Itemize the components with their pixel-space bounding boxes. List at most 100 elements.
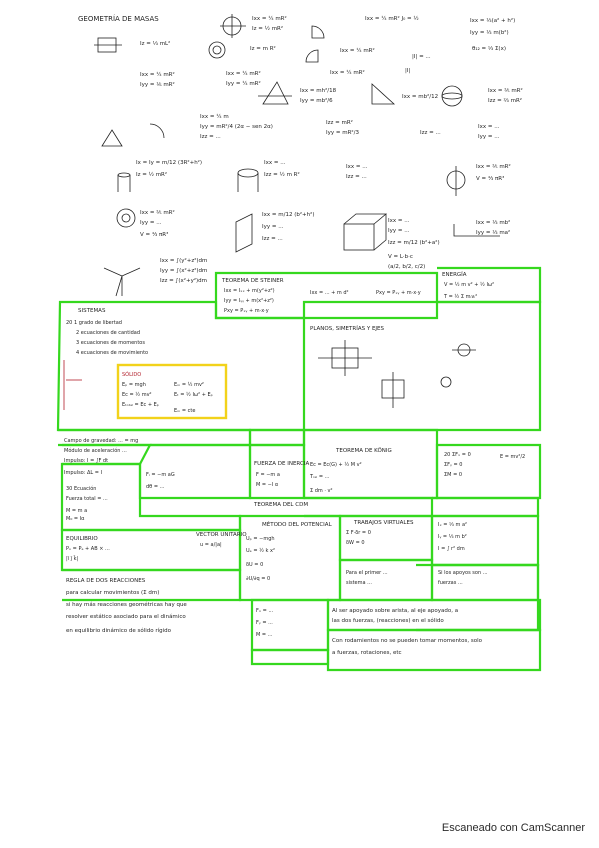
regla-line-3: resolver estático asociado para el dinám… [66, 613, 186, 620]
svg-text:Izz = m/12 (b²+a²): Izz = m/12 (b²+a²) [388, 239, 440, 246]
svg-text:30 Ecuación: 30 Ecuación [66, 485, 96, 492]
trabajos-heading: TRABAJOS VIRTUALES [353, 520, 414, 526]
diagram-quarter [305, 25, 325, 63]
equilibrio-heading: EQUILIBRIO [66, 536, 98, 542]
svg-text:Si los apoyos son ...: Si los apoyos son ... [438, 570, 488, 576]
diagram-triangle [258, 81, 292, 105]
svg-text:Fᵢ = −m aG: Fᵢ = −m aG [146, 472, 175, 478]
svg-text:ΣM = 0: ΣM = 0 [444, 472, 462, 478]
svg-text:Ixx = ¼ mR²: Ixx = ¼ mR² [252, 15, 287, 22]
svg-text:Izz = ∫(x²+y²)dm: Izz = ∫(x²+y²)dm [160, 277, 207, 284]
diagram-cylinder [117, 172, 131, 192]
geometry-formulas: Iz = ⅓ mL² Ixx = ¼ mR² Iz = ½ mR² Ixx = … [136, 15, 523, 284]
svg-text:Ixx = ¼ m: Ixx = ¼ m [200, 114, 229, 120]
svg-text:|ī j̄ k̄|: |ī j̄ k̄| [66, 555, 79, 562]
svg-text:Ixx = ¼ mR²: Ixx = ¼ mR² [330, 69, 365, 76]
svg-text:Ixx = mh²/18: Ixx = mh²/18 [300, 87, 337, 94]
svg-text:M₀ = Iα: M₀ = Iα [66, 516, 85, 522]
svg-text:Ixx = ¼ mR² J₀ = ½: Ixx = ¼ mR² J₀ = ½ [365, 15, 419, 22]
svg-text:Σ F·δr = 0: Σ F·δr = 0 [346, 530, 371, 536]
regla-line-4: en equilibrio dinámico de sólido rígido [66, 627, 172, 634]
diagram-ring [208, 41, 226, 59]
svg-text:4 ecuaciones de movimiento: 4 ecuaciones de movimiento [76, 350, 148, 356]
svg-text:sistema ...: sistema ... [346, 580, 372, 586]
diagram-axes-3d [103, 267, 141, 297]
svg-text:Fuerza total = ...: Fuerza total = ... [66, 496, 108, 502]
svg-text:fuerzas ...: fuerzas ... [438, 580, 463, 586]
svg-text:u = a/|a|: u = a/|a| [200, 542, 222, 548]
svg-text:Eₜₒₜₐₗ = Ec + Eₚ: Eₜₒₜₐₗ = Ec + Eₚ [122, 402, 159, 408]
red-annotation [63, 360, 82, 410]
svg-text:Ixx = ... + m d²: Ixx = ... + m d² [310, 290, 349, 296]
svg-text:δW = 0: δW = 0 [346, 540, 365, 546]
diagram-cube [343, 213, 388, 251]
bottom-line-2: las dos fuerzas, (reacciones) en el sóli… [332, 617, 444, 624]
svg-text:Izz = ...: Izz = ... [346, 174, 367, 180]
svg-text:Iz = m R²: Iz = m R² [250, 45, 276, 52]
svg-text:V = L·b·c: V = L·b·c [388, 254, 413, 260]
regla-heading: REGLA DE DOS REACCIONES [66, 578, 146, 584]
svg-text:Ixx = ...: Ixx = ... [388, 218, 410, 224]
svg-text:|I|: |I| [405, 68, 410, 74]
svg-text:Ixx = ¼ mR²: Ixx = ¼ mR² [340, 47, 375, 54]
svg-text:Ixx = ⅖ mR²: Ixx = ⅖ mR² [140, 209, 175, 216]
diagram-bar [94, 37, 122, 53]
svg-text:Iyy = mb²/6: Iyy = mb²/6 [300, 97, 333, 104]
svg-text:Iₓ = ⅓ m a²: Iₓ = ⅓ m a² [438, 522, 467, 528]
box-formulas: Ixx = Iₓₓ + m(y²+z²) Iyy = Iᵧᵧ + m(x²+z²… [64, 281, 525, 638]
bottom-line-4: a fuerzas, rotaciones, etc [332, 650, 402, 656]
diagram-right-triangle [371, 83, 396, 105]
svg-text:Iyy = mR²/3: Iyy = mR²/3 [326, 129, 359, 136]
svg-text:Pxy = Pₓᵧ + m·x·y: Pxy = Pₓᵧ + m·x·y [224, 308, 269, 314]
svg-text:Para el primer ...: Para el primer ... [346, 570, 388, 576]
diagram-cylinder-2 [237, 168, 259, 192]
svg-text:3 ecuaciones de momentos: 3 ecuaciones de momentos [76, 340, 145, 346]
svg-text:Ec = Ec(G) + ½ M v²: Ec = Ec(G) + ½ M v² [310, 461, 362, 468]
svg-text:Iyy = ¼ mR²: Iyy = ¼ mR² [226, 80, 261, 87]
vector-unitario-heading: VECTOR UNITARIO [196, 532, 247, 538]
svg-text:ΣFᵧ = 0: ΣFᵧ = 0 [444, 462, 462, 468]
svg-text:Ixx = ¼ mR²: Ixx = ¼ mR² [226, 70, 261, 77]
svg-text:Iz = ½ mR²: Iz = ½ mR² [252, 25, 283, 32]
svg-text:Ixx = mb²/12: Ixx = mb²/12 [402, 93, 438, 100]
svg-text:Ixx = ¼ mR²: Ixx = ¼ mR² [140, 71, 175, 78]
svg-text:F = −m a: F = −m a [256, 472, 280, 478]
svg-text:Iyy = ...: Iyy = ... [262, 224, 284, 230]
potencial-heading: MÉTODO DEL POTENCIAL [262, 520, 333, 528]
svg-text:Ixx = ...: Ixx = ... [264, 160, 286, 166]
svg-text:E = mv²/2: E = mv²/2 [500, 454, 525, 460]
svg-text:Ixx = ...: Ixx = ... [346, 164, 368, 170]
svg-text:Fᵧ = ...: Fᵧ = ... [256, 620, 273, 626]
svg-text:Impulso: I = ∫F dt: Impulso: I = ∫F dt [64, 458, 108, 464]
svg-text:Σ dm · v²: Σ dm · v² [310, 488, 333, 494]
svg-text:2 ecuaciones de cantidad: 2 ecuaciones de cantidad [76, 330, 140, 336]
svg-text:Ec = ½ mv²: Ec = ½ mv² [122, 391, 152, 398]
svg-text:Iyy = ...: Iyy = ... [478, 134, 500, 140]
svg-text:Campo de gravedad: ... = mg: Campo de gravedad: ... = mg [64, 438, 138, 444]
svg-text:Ix = Iy = m/12 (3R²+h²): Ix = Iy = m/12 (3R²+h²) [136, 159, 202, 166]
diagram-cone [101, 123, 165, 147]
diagram-plate [453, 224, 500, 237]
svg-text:Iyy = ...: Iyy = ... [388, 228, 410, 234]
svg-text:Módulo de aceleración ...: Módulo de aceleración ... [64, 447, 127, 454]
svg-text:Iᵧ = ⅓ m b²: Iᵧ = ⅓ m b² [438, 534, 467, 540]
svg-text:Pₒ = Pₐ + AB × ...: Pₒ = Pₐ + AB × ... [66, 546, 110, 552]
svg-text:Ixx = ...: Ixx = ... [478, 124, 500, 130]
svg-text:dθ = ...: dθ = ... [146, 484, 165, 490]
svg-text:∂U/∂q = 0: ∂U/∂q = 0 [246, 576, 270, 582]
planes-diagrams [318, 340, 476, 408]
svg-text:Uₚ = −mgh: Uₚ = −mgh [246, 536, 275, 542]
geometry-heading: GEOMETRÍA DE MASAS [78, 14, 159, 23]
bottom-line-3: Con rodamientos no se pueden tomar momen… [332, 638, 483, 644]
svg-text:Iz = ½ mR²: Iz = ½ mR² [136, 171, 167, 178]
section-headings: SISTEMAS TEOREMA DE STEINER PLANOS, SIME… [66, 271, 467, 584]
svg-text:M = ...: M = ... [256, 632, 273, 638]
svg-text:Ixx = ∫(y²+z²)dm: Ixx = ∫(y²+z²)dm [160, 257, 207, 264]
svg-text:V = ⁴⁄₃ πR³: V = ⁴⁄₃ πR³ [140, 231, 168, 238]
svg-text:Ixx = ⅖ mR²: Ixx = ⅖ mR² [476, 163, 511, 170]
cdm-heading: TEOREMA DEL CDM [253, 502, 308, 508]
inercia-heading: FUERZA DE INERCIA [254, 461, 309, 467]
svg-text:Izz = ...: Izz = ... [420, 130, 441, 136]
